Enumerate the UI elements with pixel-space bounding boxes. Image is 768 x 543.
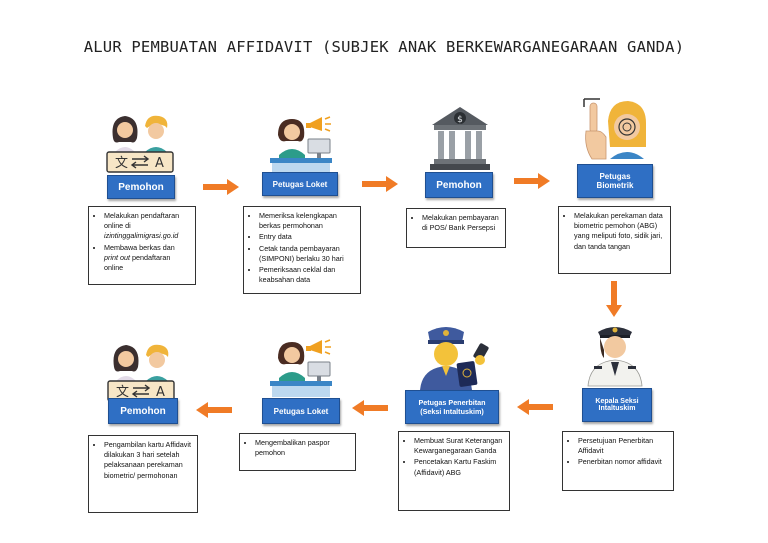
step-label-kepala-seksi-intaltuskim: Kepala Seksi Intaltuskim (582, 388, 652, 422)
step-label-petugas-loket: Petugas Loket (262, 172, 338, 196)
step-description: Melakukan pembayaran di POS/ Bank Persep… (406, 208, 506, 248)
step-label-pemohon: Pemohon (108, 398, 178, 424)
step-label-petugas-biometrik: Petugas Biometrik (577, 164, 653, 198)
step-description: Mengembalikan paspor pemohon (239, 433, 356, 471)
step-description: Membuat Surat Keterangan Kewarganegaraan… (398, 431, 510, 511)
bank-icon: $ (430, 107, 490, 170)
flow-arrow-down (606, 281, 622, 317)
svg-text:文: 文 (115, 156, 128, 171)
flow-arrow-right (362, 176, 398, 192)
step-description: Memeriksa kelengkapan berkas permohonan … (243, 206, 361, 294)
biometric-scan-icon (583, 98, 646, 160)
step-description: Persetujuan Penerbitan Affidavit Penerbi… (562, 431, 674, 491)
step-label-pemohon: Pemohon (107, 175, 175, 199)
step-description: Melakukan perekaman data biometric pemoh… (558, 206, 671, 274)
step-label-petugas-penerbitan: Petugas Penerbitan (Seksi Intaltuskim) (405, 390, 499, 424)
applicants-translate-icon: 文 A (107, 344, 175, 402)
step-description: Pengambilan kartu Affidavit dilakukan 3 … (88, 435, 198, 513)
svg-text:A: A (156, 385, 165, 400)
step-label-pemohon: Pemohon (425, 172, 493, 198)
step-description: Melakukan pendaftaran online di izinting… (88, 206, 196, 285)
svg-text:$: $ (457, 115, 463, 125)
flow-arrow-left (352, 400, 388, 416)
flow-arrow-right (203, 179, 239, 195)
flow-arrow-left (196, 402, 232, 418)
svg-text:文: 文 (116, 385, 129, 400)
issuing-officer-passport-icon (420, 327, 489, 390)
section-head-officer-icon (587, 327, 643, 387)
counter-officer-icon (270, 116, 332, 174)
counter-officer-icon (270, 339, 332, 397)
step-label-petugas-loket: Petugas Loket (262, 398, 340, 424)
flow-arrow-right (514, 173, 550, 189)
flow-arrow-left (517, 399, 553, 415)
svg-text:A: A (155, 156, 164, 171)
diagram-title: ALUR PEMBUATAN AFFIDAVIT (SUBJEK ANAK BE… (83, 38, 685, 56)
applicants-translate-icon: 文 A (106, 115, 174, 173)
